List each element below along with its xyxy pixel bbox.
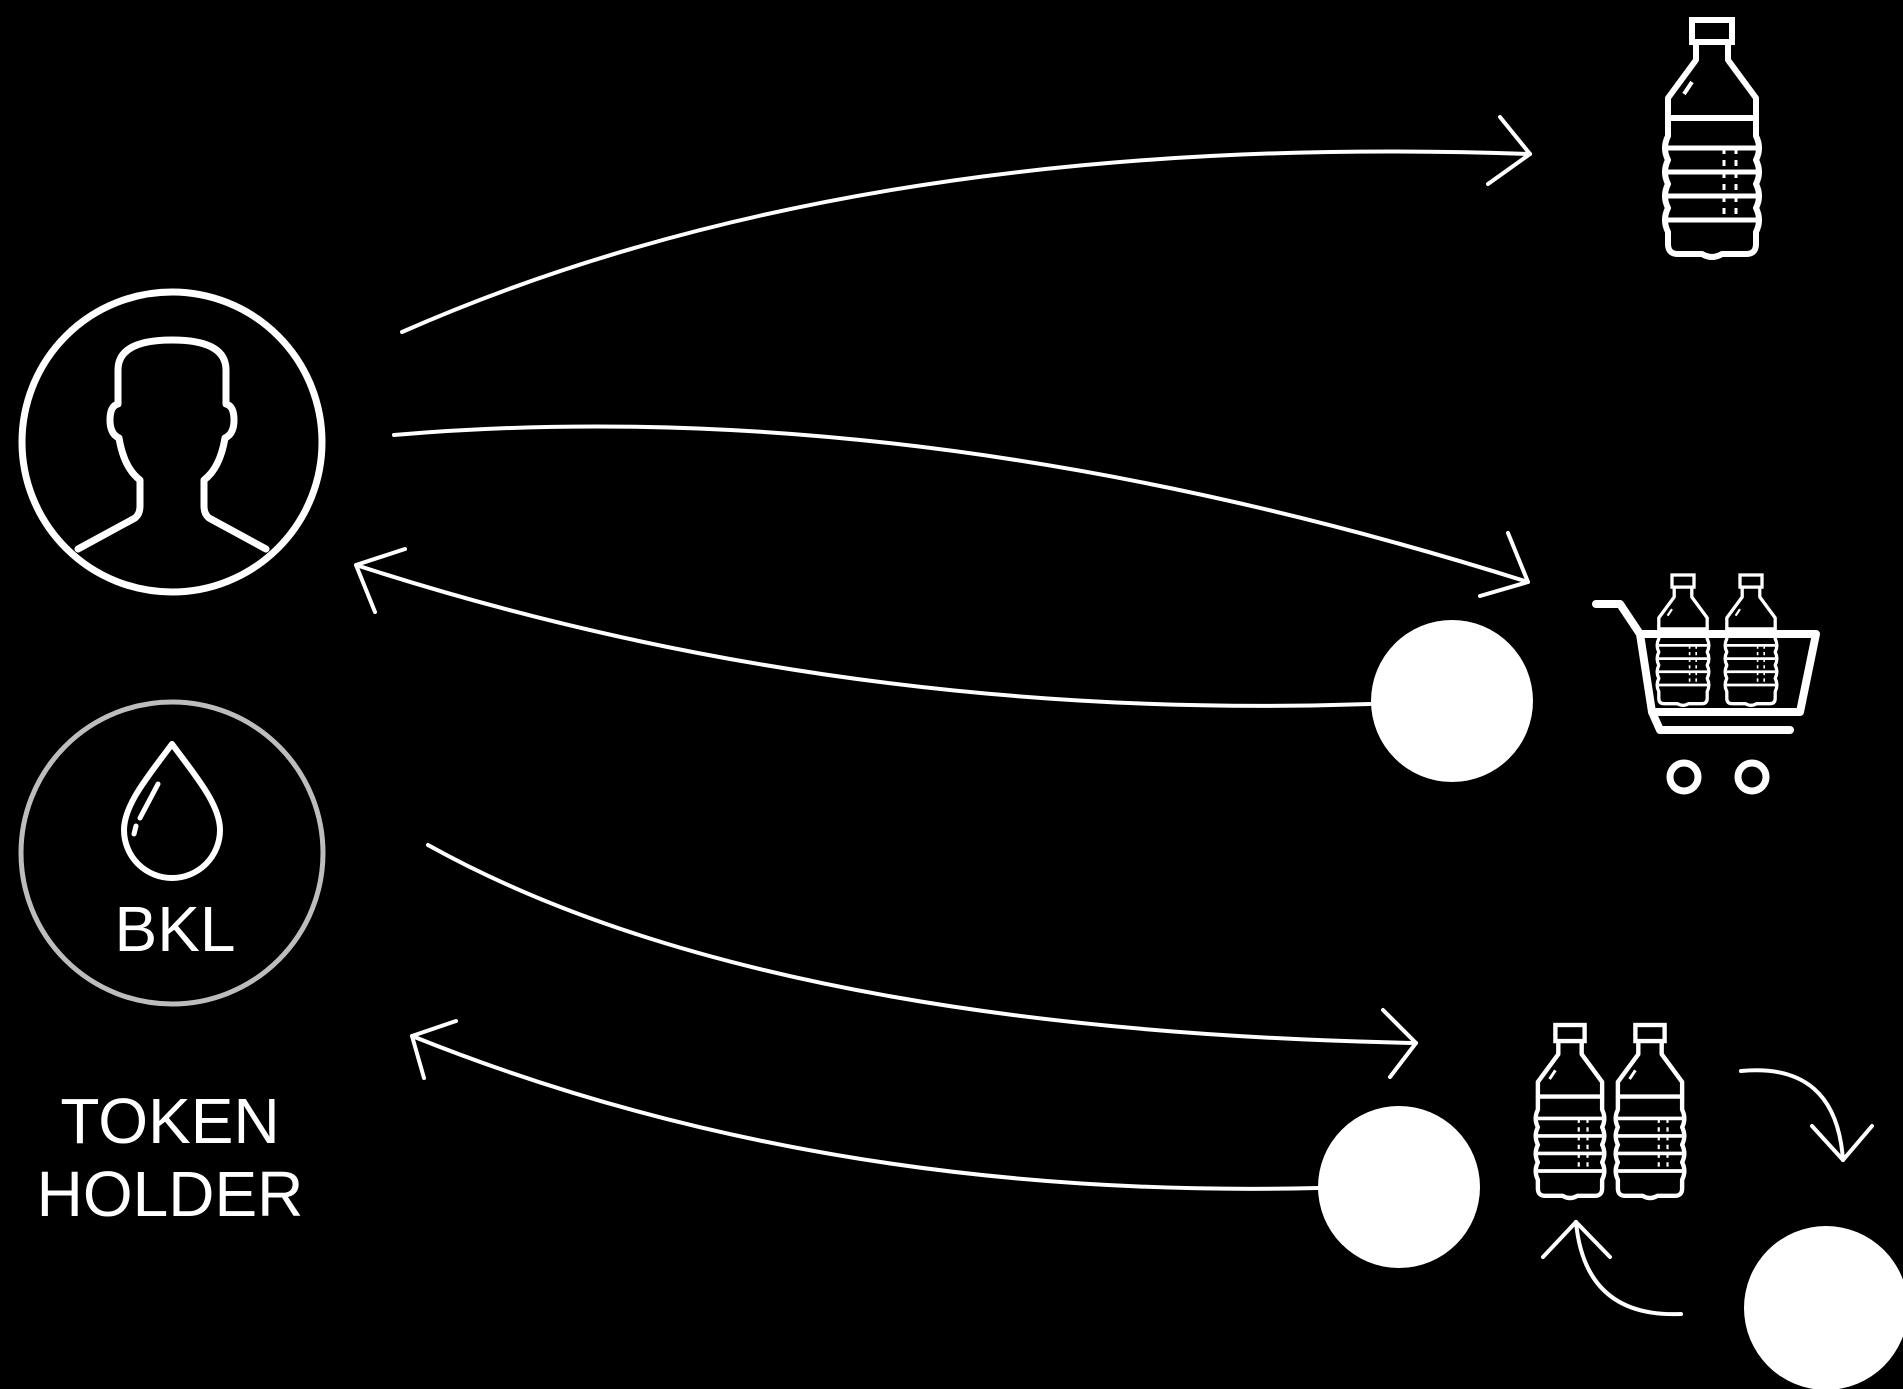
two-bottles-icon xyxy=(1536,1025,1685,1198)
coin-cart xyxy=(1371,620,1533,782)
shopping-cart-bottles-icon xyxy=(1592,573,1820,795)
water-drop-icon xyxy=(121,741,223,881)
coin-pair xyxy=(1318,1106,1480,1268)
flow-arrow-token-to-pair xyxy=(426,843,1418,1079)
water-bottle-icon xyxy=(1665,20,1759,257)
coin-cycle xyxy=(1744,1226,1903,1389)
holder-label-line1: TOKEN xyxy=(60,1085,279,1157)
flow-arrow-user-to-bottle xyxy=(400,115,1532,334)
flow-arrow-cart-to-user xyxy=(354,547,1372,708)
user-node xyxy=(18,288,326,596)
token-symbol: BKL xyxy=(115,893,236,965)
flow-arrow-user-to-cart xyxy=(392,424,1530,598)
holder-label-line2: HOLDER xyxy=(37,1158,304,1230)
cycle-arrow-up xyxy=(1541,1220,1683,1317)
user-silhouette-icon xyxy=(74,336,270,553)
token-node: BKL xyxy=(18,699,326,1007)
flow-arrow-pair-to-token xyxy=(410,1019,1320,1191)
cycle-arrow-down xyxy=(1739,1068,1874,1162)
